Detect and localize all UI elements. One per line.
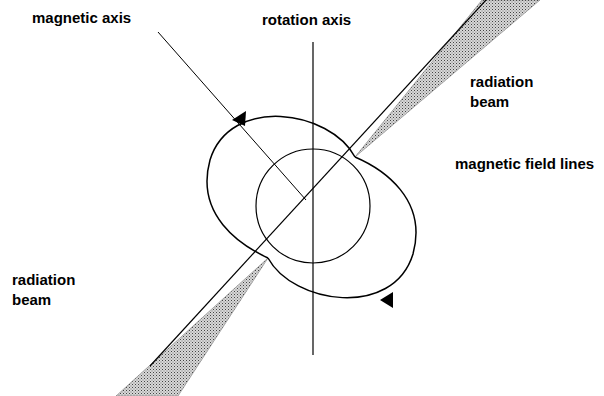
field-line-loop [268,157,416,298]
field-label: magnetic field lines [455,154,595,174]
axis-label: magnetic axis [32,8,172,28]
neutron-star [256,149,370,263]
beam-label: radiation beam [470,72,552,112]
beam-label: radiation beam [12,270,94,310]
radiation-beam-wedge [116,258,268,396]
rotation-axis-line [312,42,313,355]
magnetic-axis-line [150,0,486,366]
axis-label: rotation axis [262,10,382,30]
field-line-loop [207,116,355,258]
field-arrowhead [380,292,393,308]
leader-line [158,32,306,200]
